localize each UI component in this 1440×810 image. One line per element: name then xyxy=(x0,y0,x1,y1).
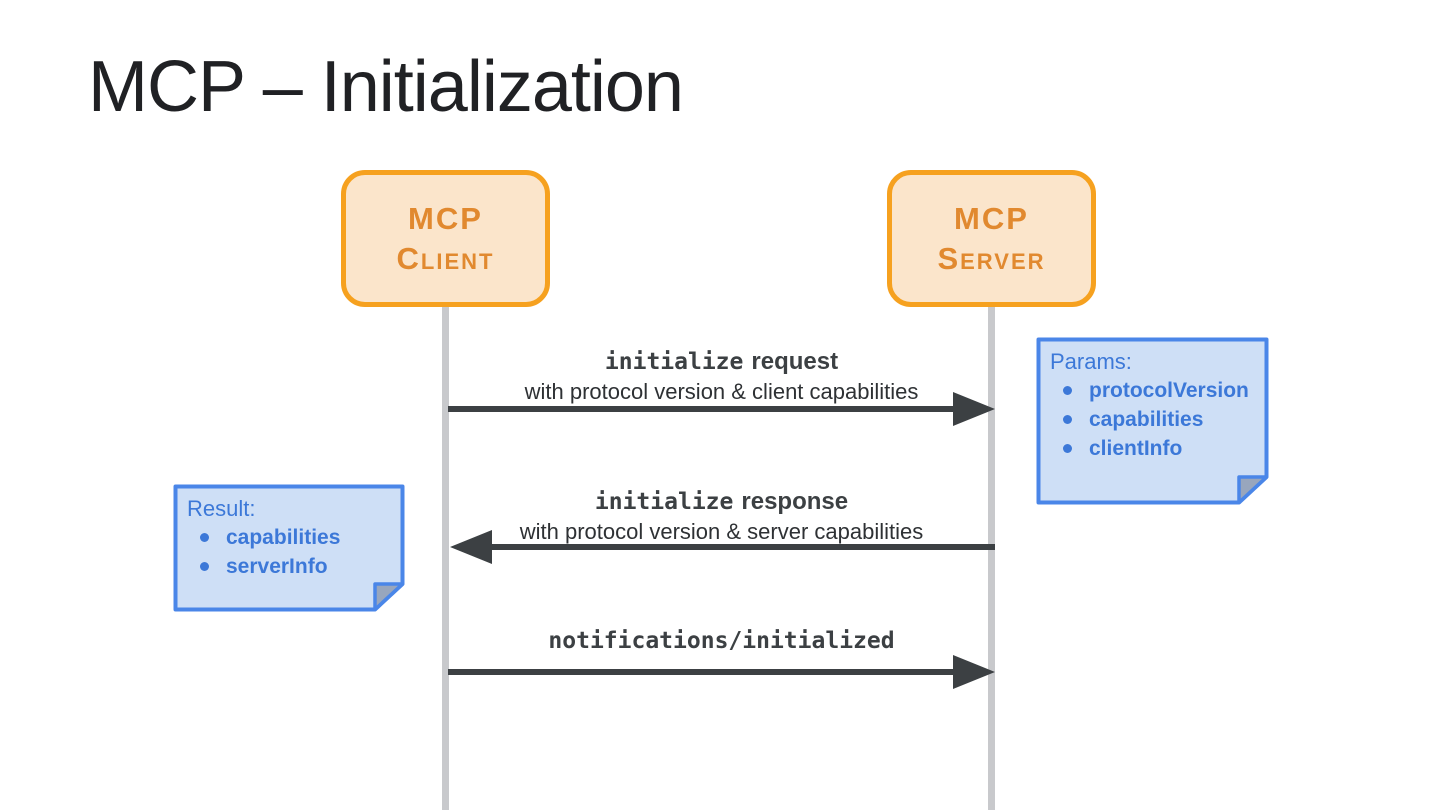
arrowhead-left-icon xyxy=(450,530,492,564)
note-params-content: Params: protocolVersion capabilities cli… xyxy=(1050,348,1259,463)
message-2-kind: response xyxy=(741,488,849,515)
bullet-icon xyxy=(1063,415,1072,424)
note-params: Params: protocolVersion capabilities cli… xyxy=(1036,337,1269,505)
message-1-detail: with protocol version & client capabilit… xyxy=(524,379,919,404)
page-title: MCP – Initialization xyxy=(88,47,684,127)
message-2-detail: with protocol version & server capabilit… xyxy=(519,519,924,544)
actor-server-name-line1: MCP xyxy=(954,200,1029,236)
lifeline-client xyxy=(442,305,449,810)
list-item: capabilities xyxy=(187,523,395,552)
bullet-icon xyxy=(1063,386,1072,395)
note-result: Result: capabilities serverInfo xyxy=(173,484,405,612)
message-3-label: notifications/initialized xyxy=(448,628,995,654)
note-params-item-1: protocolVersion xyxy=(1089,378,1249,402)
folded-corner-icon xyxy=(1237,475,1269,505)
note-params-item-3: clientInfo xyxy=(1089,436,1183,460)
message-2-method: initialize xyxy=(594,489,734,515)
folded-corner-icon xyxy=(373,582,405,612)
note-result-content: Result: capabilities serverInfo xyxy=(187,495,395,581)
message-1-arrow-line xyxy=(448,406,955,412)
message-1-method: initialize xyxy=(604,349,744,375)
list-item: protocolVersion xyxy=(1050,376,1259,405)
actor-mcp-server: MCP Server xyxy=(887,170,1096,307)
sticky-note-shape xyxy=(1036,337,1269,505)
bullet-icon xyxy=(1063,444,1072,453)
actor-client-name-line2: Client xyxy=(396,240,495,276)
arrowhead-right-icon xyxy=(953,655,995,689)
message-3-arrow-line xyxy=(448,669,955,675)
note-result-title: Result: xyxy=(187,496,256,521)
actor-client-name-line1: MCP xyxy=(408,200,483,236)
sticky-note-shape xyxy=(173,484,405,612)
note-result-item-1: capabilities xyxy=(226,525,341,549)
list-item: clientInfo xyxy=(1050,434,1259,463)
message-2-arrow-line xyxy=(490,544,995,550)
list-item: serverInfo xyxy=(187,552,395,581)
note-result-item-2: serverInfo xyxy=(226,554,328,578)
message-1-kind: request xyxy=(751,348,839,375)
list-item: capabilities xyxy=(1050,405,1259,434)
message-2-label: initialize response xyxy=(448,488,995,516)
lifeline-server xyxy=(988,305,995,810)
message-1-label: initialize request xyxy=(448,348,995,376)
arrowhead-right-icon xyxy=(953,392,995,426)
actor-server-name-line2: Server xyxy=(937,240,1046,276)
actor-mcp-client: MCP Client xyxy=(341,170,550,307)
bullet-icon xyxy=(200,562,209,571)
note-params-title: Params: xyxy=(1050,349,1132,374)
message-3-method: notifications/initialized xyxy=(548,628,895,654)
note-params-item-2: capabilities xyxy=(1089,407,1204,431)
bullet-icon xyxy=(200,533,209,542)
